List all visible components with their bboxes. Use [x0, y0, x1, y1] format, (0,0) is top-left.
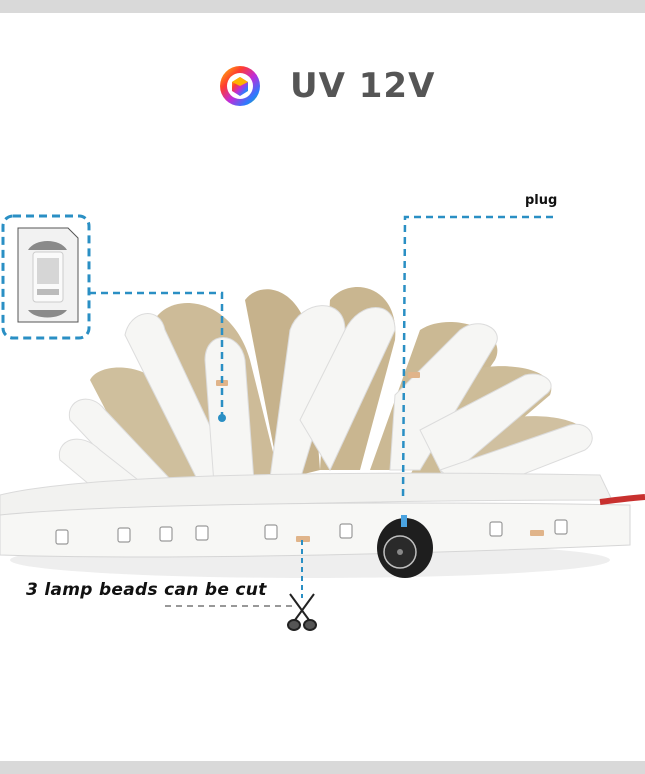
- dc-plug-icon: [377, 515, 433, 578]
- color-wheel-icon: [220, 66, 260, 106]
- plug-label: plug: [525, 193, 558, 208]
- product-title: UV 12V: [218, 64, 435, 108]
- red-wire: [599, 494, 645, 505]
- bottom-frame-band: [0, 761, 645, 774]
- scissors-icon: [287, 593, 317, 631]
- cut-label: 3 lamp beads can be cut: [26, 580, 267, 600]
- top-frame-band: [0, 0, 645, 13]
- title-text: UV 12V: [290, 66, 436, 106]
- controller-callout: [1, 214, 91, 340]
